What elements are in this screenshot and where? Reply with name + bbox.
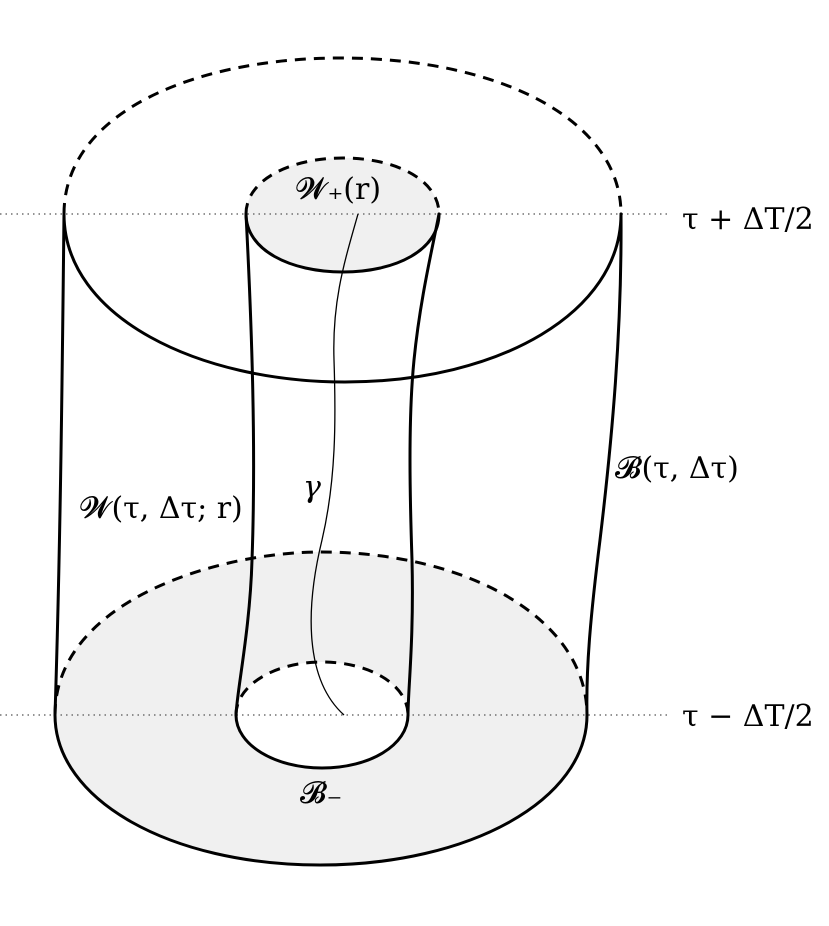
inner-wall-label: 𝓦(τ, Δτ; r) <box>80 491 243 526</box>
inner-bottom-front-edge <box>234 713 410 770</box>
inner-left-side <box>234 212 256 717</box>
outer-top-back-edge <box>62 56 623 215</box>
bottom-annulus-shade <box>55 552 587 865</box>
outer-boundary-label: 𝓑(τ, Δτ) <box>615 451 739 486</box>
inner-top-back-edge <box>244 156 441 215</box>
bottom-level-label: τ − ΔT/2 <box>682 699 814 734</box>
inner-right-side <box>406 212 441 717</box>
bottom-annulus-label: 𝓑₋ <box>300 776 342 811</box>
outer-right-side <box>585 212 623 717</box>
gamma-label: γ <box>303 470 321 505</box>
top-level-label: τ + ΔT/2 <box>682 202 814 237</box>
gamma-curve <box>310 213 359 716</box>
inner-top-cap-shade <box>246 158 439 272</box>
outer-bottom-front-edge <box>53 713 589 867</box>
outer-top-front-edge <box>62 212 623 384</box>
inner-top-cap-label: 𝓦₊(r) <box>296 172 381 207</box>
outer-bottom-back-edge <box>53 550 589 716</box>
inner-bottom-back-edge <box>234 660 410 716</box>
outer-left-side <box>53 212 66 717</box>
